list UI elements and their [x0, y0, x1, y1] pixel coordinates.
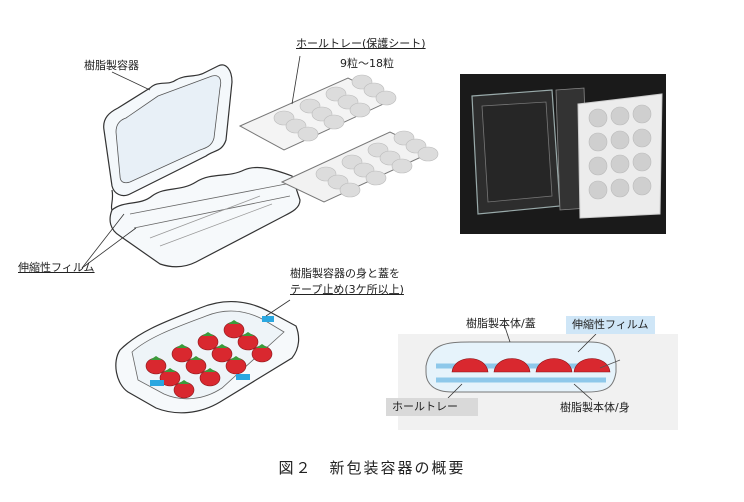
photo-tray-hole — [632, 152, 652, 172]
strawberry — [237, 333, 259, 351]
strawberry-calyx — [230, 356, 242, 360]
label-grain-count: 9粒～18粒 — [340, 57, 394, 70]
photo-tray-hole — [588, 156, 608, 176]
strawberry-calyx — [164, 368, 176, 372]
cross-section-strawberry — [493, 358, 531, 373]
strawberry — [197, 333, 219, 351]
tray-hole — [365, 170, 387, 186]
strawberry — [173, 381, 195, 399]
strawberry — [171, 345, 193, 363]
strawberry-calyx — [202, 332, 214, 336]
strawberry-calyx — [178, 380, 190, 384]
strawberry-calyx — [150, 356, 162, 360]
strawberries — [145, 320, 273, 399]
tray-hole — [297, 126, 319, 142]
strawberry — [223, 321, 245, 339]
label-tray: ホールトレー — [386, 398, 478, 417]
photo-tray-hole — [632, 176, 652, 196]
strawberry — [211, 345, 233, 363]
photo-tray-hole — [610, 106, 630, 126]
label-resin-container: 樹脂製容器 — [84, 59, 139, 72]
label-shrink-film: 伸縮性フィルム — [18, 261, 95, 274]
photo-tray-hole — [588, 108, 608, 128]
tray-hole — [339, 182, 361, 198]
strawberry — [251, 345, 273, 363]
cross-section-strawberry — [535, 358, 573, 373]
tray-hole — [417, 146, 439, 162]
cross-section-strawberry — [573, 358, 611, 373]
strawberry-calyx — [228, 320, 240, 324]
tray-holes — [273, 74, 439, 198]
tray-hole — [375, 90, 397, 106]
strawberry-calyx — [216, 344, 228, 348]
strawberry — [225, 357, 247, 375]
photo-tray-hole — [610, 154, 630, 174]
label-hole-tray: ホールトレー(保護シート) — [296, 37, 426, 50]
tape-marks — [150, 316, 274, 386]
strawberry-calyx — [242, 332, 254, 336]
photo-tray-hole — [610, 130, 630, 150]
container-photo — [460, 74, 666, 234]
label-tape-note-1: 樹脂製容器の身と蓋を — [290, 267, 400, 280]
label-body: 樹脂製本体/身 — [560, 401, 630, 414]
label-film: 伸縮性フィルム — [566, 316, 655, 335]
photo-tray-hole — [632, 128, 652, 148]
strawberry — [185, 357, 207, 375]
tray-hole — [349, 102, 371, 118]
label-tape-note-2: テープ止め(3ケ所以上) — [290, 283, 404, 296]
photo-tray-hole — [632, 104, 652, 124]
figure-caption: 図２ 新包装容器の概要 — [278, 459, 466, 477]
strawberry-calyx — [190, 356, 202, 360]
strawberry-calyx — [176, 344, 188, 348]
label-lid: 樹脂製本体/蓋 — [466, 317, 536, 330]
photo-tray-hole — [610, 178, 630, 198]
strawberry — [199, 369, 221, 387]
photo-tray-hole — [588, 180, 608, 200]
strawberry-calyx — [204, 368, 216, 372]
photo-tray-hole — [588, 132, 608, 152]
tray-hole — [323, 114, 345, 130]
cross-section-strawberry — [451, 358, 489, 373]
tray-hole — [391, 158, 413, 174]
strawberry — [145, 357, 167, 375]
strawberry-calyx — [256, 344, 268, 348]
